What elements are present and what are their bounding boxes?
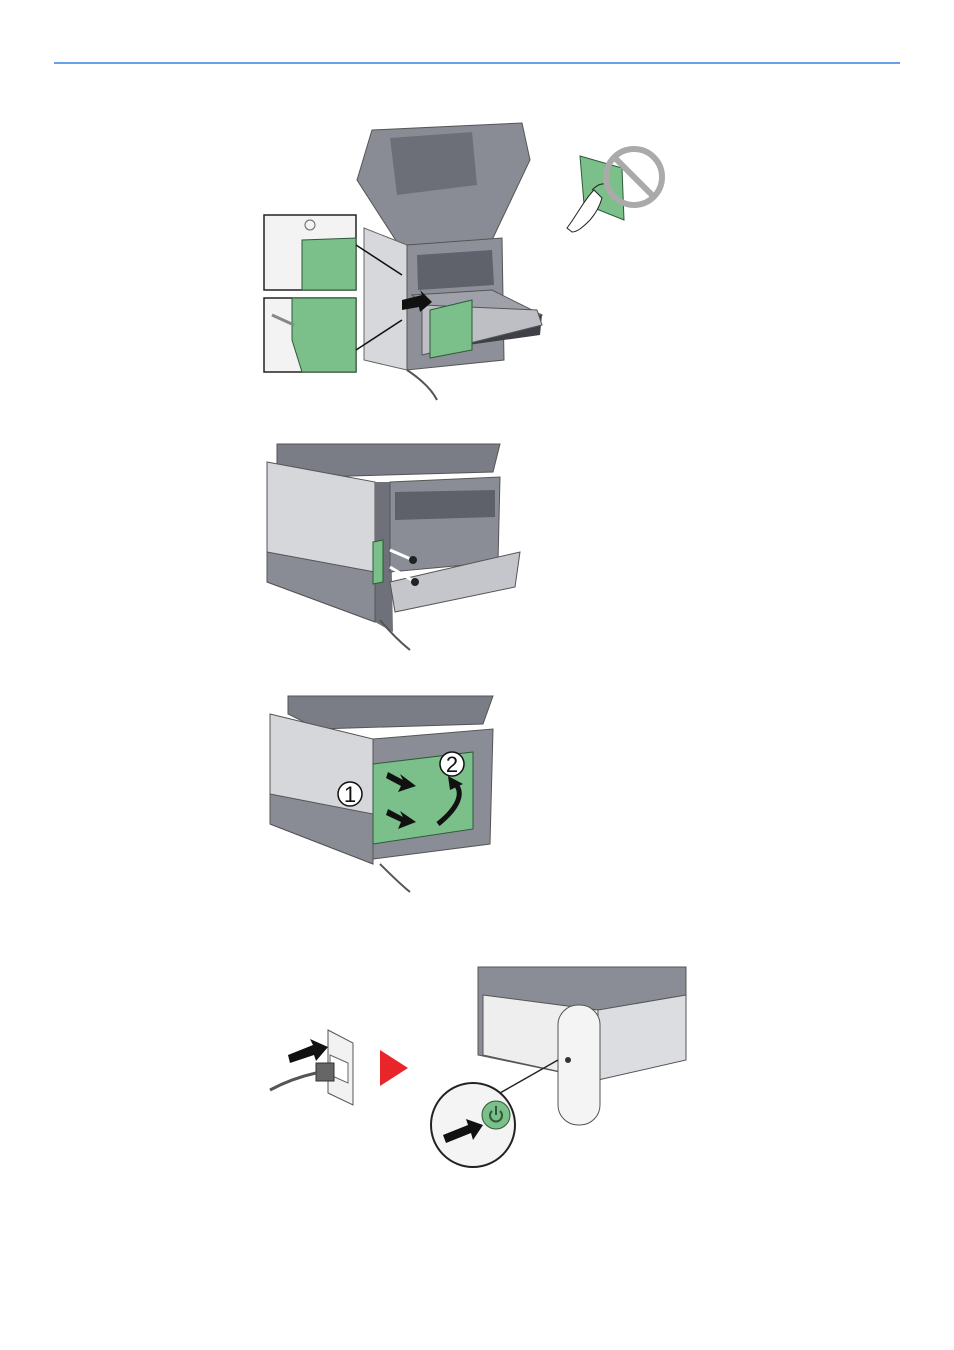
press-arrow xyxy=(443,1119,483,1143)
power-plug xyxy=(269,1062,335,1092)
figure-power-on xyxy=(268,965,688,1170)
plug-arrow xyxy=(288,1039,328,1063)
next-step-arrow-icon xyxy=(380,1050,408,1086)
printer-illustration xyxy=(266,443,521,632)
figure-close-cover: 1 2 xyxy=(268,694,498,894)
push-arrow-upper xyxy=(386,772,416,792)
callout-2: 2 xyxy=(439,751,465,777)
printer-illustration xyxy=(356,122,544,401)
no-touch-icon xyxy=(603,146,665,208)
detail-inset-top xyxy=(263,214,403,291)
power-button-zoom xyxy=(430,1059,559,1168)
figure-install-board xyxy=(262,120,682,405)
screw-callouts xyxy=(389,548,419,586)
header-rule xyxy=(54,62,900,64)
insert-arrow xyxy=(402,290,432,312)
callout-1: 1 xyxy=(337,781,363,807)
circuit-board xyxy=(429,299,473,359)
detail-inset-bottom xyxy=(263,297,403,373)
push-arrow-lower xyxy=(386,809,416,829)
printer-illustration xyxy=(477,966,687,1126)
figure-fasten-screws xyxy=(265,442,525,652)
svg-text:2: 2 xyxy=(446,752,458,777)
circuit-board xyxy=(372,539,384,585)
svg-text:1: 1 xyxy=(344,782,356,807)
